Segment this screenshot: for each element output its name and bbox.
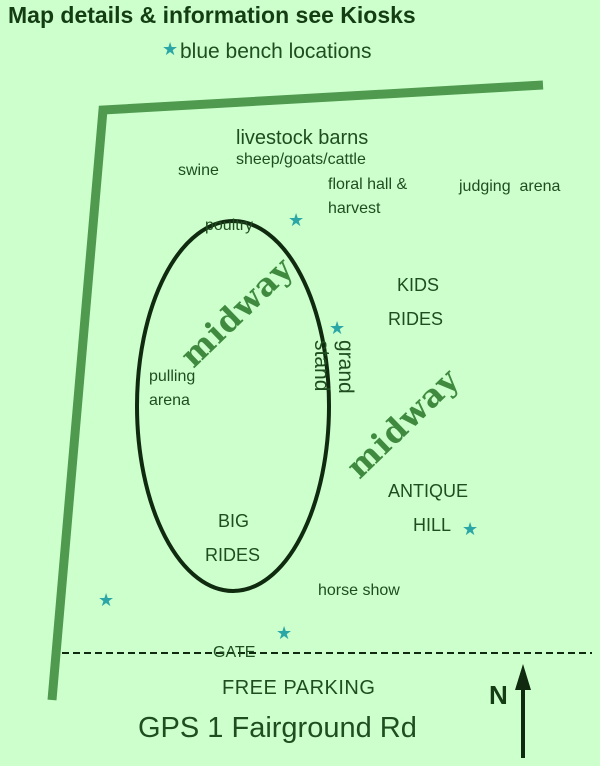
antique-hill-label-line1: ANTIQUE	[388, 481, 469, 501]
star-icon: ★	[98, 590, 115, 610]
big-rides-label-line2: RIDES	[205, 545, 261, 565]
gate-label: GATE	[213, 644, 256, 661]
grand-stand-label-line1: grand	[334, 340, 357, 394]
judging-arena-label: judging arena	[459, 178, 561, 195]
swine-label: swine	[178, 162, 219, 179]
kids-rides-label-line2: RIDES	[388, 309, 444, 329]
star-icon: ★	[462, 519, 479, 539]
star-icon: ★	[288, 210, 305, 230]
poultry-label: poultry	[205, 217, 254, 234]
gps-address: GPS 1 Fairground Rd	[138, 712, 417, 744]
racetrack-oval	[135, 219, 331, 593]
star-icon: ★	[276, 623, 293, 643]
floral-hall-label-line2: harvest	[328, 200, 381, 217]
floral-hall-label-line1: floral hall &	[328, 176, 408, 193]
pulling-arena-label-line1: pulling	[149, 368, 196, 385]
map-title: Map details & information see Kiosks	[8, 2, 416, 28]
big-rides-label-line1: BIG	[218, 511, 250, 531]
livestock-barns-label: livestock barns	[236, 127, 369, 149]
legend-label: blue bench locations	[180, 40, 372, 63]
kids-rides-label-line1: KIDS	[397, 275, 440, 295]
fairground-fence	[47, 80, 544, 701]
star-icon: ★	[329, 318, 346, 338]
north-letter: N	[489, 680, 508, 710]
horse-show-label: horse show	[318, 582, 400, 599]
grand-stand-label-line2: stand	[310, 340, 333, 392]
arrow-up-icon	[515, 664, 531, 758]
star-icon: ★	[162, 39, 179, 59]
sheep-goats-cattle-label: sheep/goats/cattle	[236, 151, 366, 168]
free-parking-label: FREE PARKING	[222, 677, 376, 699]
pulling-arena-label-line2: arena	[149, 392, 190, 409]
antique-hill-label-line2: HILL	[413, 515, 452, 535]
